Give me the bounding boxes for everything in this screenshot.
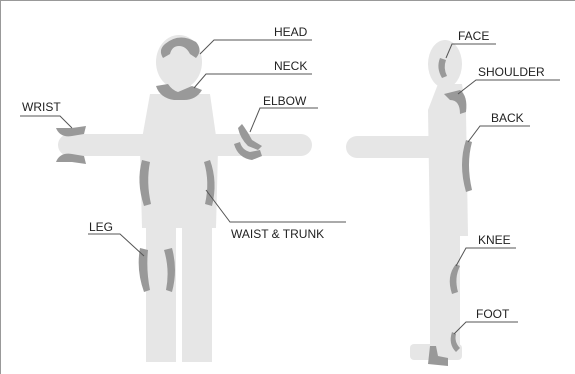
foot-leader <box>454 322 518 334</box>
back-leader <box>468 126 530 142</box>
front-torso <box>140 94 218 228</box>
side-figure: FACE SHOULDER BACK KNEE FOOT <box>346 29 560 366</box>
face-label: FACE <box>458 29 489 43</box>
shoulder-leader <box>458 80 560 94</box>
leg-label: LEG <box>89 220 113 234</box>
head-label: HEAD <box>274 25 308 39</box>
elbow-leader <box>250 108 318 132</box>
neck-label: NECK <box>274 59 307 73</box>
wrist-leader <box>20 116 72 128</box>
back-label: BACK <box>491 111 524 125</box>
elbow-label: ELBOW <box>263 94 307 108</box>
front-leg-right <box>182 226 212 362</box>
waist-leader <box>206 190 346 222</box>
foot-label: FOOT <box>476 307 510 321</box>
leg-leader <box>88 234 144 256</box>
side-head <box>428 40 462 88</box>
knee-leader <box>456 248 516 266</box>
front-leg-left <box>146 226 176 362</box>
head-leader <box>200 40 312 54</box>
shoulder-label: SHOULDER <box>478 65 545 79</box>
knee-label: KNEE <box>478 233 511 247</box>
waist-label: WAIST & TRUNK <box>231 227 324 241</box>
front-figure: HEAD NECK WRIST ELBOW LEG WAIST & TRUNK <box>20 25 346 362</box>
neck-leader <box>194 74 312 88</box>
wrist-label: WRIST <box>22 100 61 114</box>
